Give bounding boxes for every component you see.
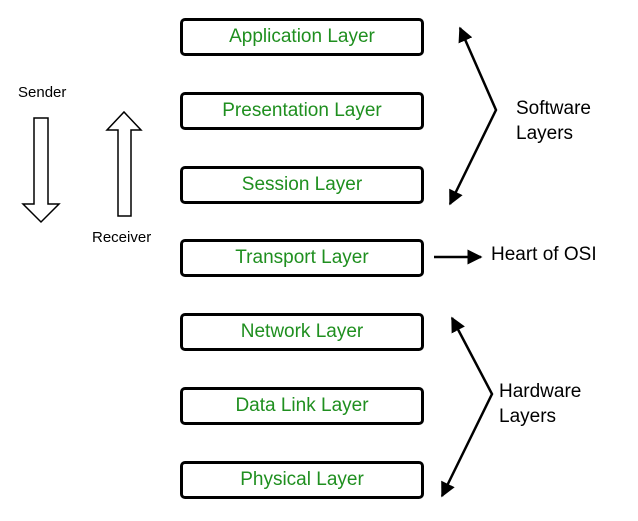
transport-layer-box: Transport Layer <box>180 239 424 277</box>
application-layer-box: Application Layer <box>180 18 424 56</box>
session-layer-label: Session Layer <box>241 174 363 195</box>
transport-layer-label: Transport Layer <box>235 247 369 268</box>
software-label-line2: Layers <box>516 123 574 144</box>
presentation-layer-label: Presentation Layer <box>222 100 382 121</box>
sender-label: Sender <box>18 84 67 101</box>
heart-of-osi-label: Heart of OSI <box>491 244 597 265</box>
application-layer-label: Application Layer <box>229 26 375 47</box>
software-bracket-arrow <box>448 26 498 206</box>
receiver-up-arrow <box>105 110 143 217</box>
hardware-label-line1: Hardware <box>499 381 582 402</box>
presentation-layer-box: Presentation Layer <box>180 92 424 130</box>
hardware-label-line2: Layers <box>499 406 557 427</box>
hardware-layers-label: Hardware Layers <box>499 379 581 429</box>
network-layer-box: Network Layer <box>180 313 424 351</box>
software-layers-label: Software Layers <box>516 96 591 146</box>
data-link-layer-box: Data Link Layer <box>180 387 424 425</box>
physical-layer-box: Physical Layer <box>180 461 424 499</box>
physical-layer-label: Physical Layer <box>240 469 364 490</box>
data-link-layer-label: Data Link Layer <box>235 395 369 416</box>
network-layer-label: Network Layer <box>240 321 364 342</box>
hardware-bracket-arrow <box>440 316 494 498</box>
session-layer-box: Session Layer <box>180 166 424 204</box>
receiver-label: Receiver <box>92 229 152 246</box>
sender-down-arrow <box>21 117 61 224</box>
software-label-line1: Software <box>516 98 591 119</box>
